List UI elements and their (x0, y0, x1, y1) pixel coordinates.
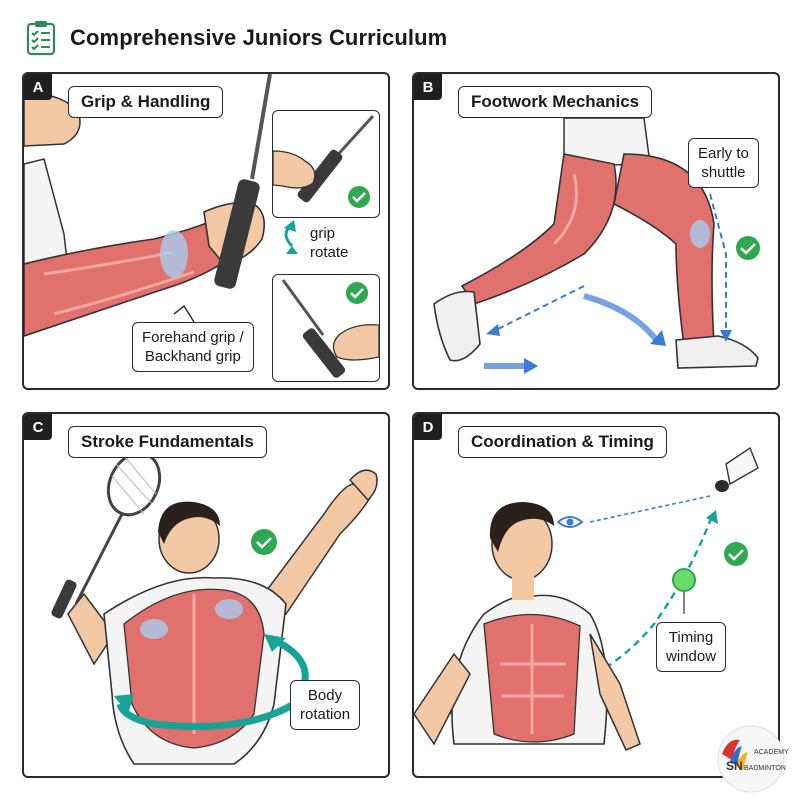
panel-badge: A (24, 74, 52, 100)
check-icon (736, 236, 760, 260)
coordination-illustration (414, 446, 759, 751)
check-icon (724, 542, 748, 566)
shuttlecock-icon (715, 446, 759, 492)
arm-grip-illustration (24, 74, 298, 337)
timing-point-icon (672, 568, 696, 592)
checklist-icon (26, 21, 56, 56)
early-to-shuttle-callout: Early to shuttle (688, 138, 759, 188)
panel-coordination-timing: D Coordination & Timing Timing window (412, 412, 780, 778)
panel-title: Stroke Fundamentals (68, 426, 267, 458)
timing-window-callout: Timing window (656, 622, 727, 672)
panel-stroke-fundamentals: C Stroke Fundamentals Body rotation (22, 412, 390, 778)
stroke-back-illustration (51, 451, 378, 765)
panel-title: Coordination & Timing (458, 426, 667, 458)
eye-icon (556, 516, 584, 528)
grip-rotate-label: grip rotate (310, 225, 349, 261)
inset-backhand-grip (272, 274, 380, 382)
page-title: Comprehensive Juniors Curriculum (70, 25, 448, 50)
check-icon (251, 529, 277, 555)
academy-logo: ACADEMY SN BADMINTON (708, 724, 794, 794)
svg-text:SN: SN (726, 759, 743, 773)
svg-text:BADMINTON: BADMINTON (744, 765, 786, 772)
grip-type-callout: Forehand grip / Backhand grip (132, 322, 254, 372)
panel-footwork-mechanics: B Footwork Mechanics Early to shuttle (412, 72, 780, 390)
legs-lunge-illustration (433, 117, 760, 374)
panel-title: Grip & Handling (68, 86, 224, 118)
svg-text:ACADEMY: ACADEMY (754, 749, 789, 756)
panel-badge: C (24, 414, 52, 440)
inset-forehand-grip (272, 110, 380, 218)
page-header: Comprehensive Juniors Curriculum (26, 18, 447, 58)
check-icon (348, 186, 370, 208)
panel-title: Footwork Mechanics (458, 86, 653, 118)
check-icon (346, 282, 368, 304)
panel-badge: D (414, 414, 442, 440)
panel-badge: B (414, 74, 442, 100)
panel-grip-handling: A Grip & Handling grip rotate Forehand g… (22, 72, 390, 390)
body-rotation-callout: Body rotation (290, 680, 361, 730)
